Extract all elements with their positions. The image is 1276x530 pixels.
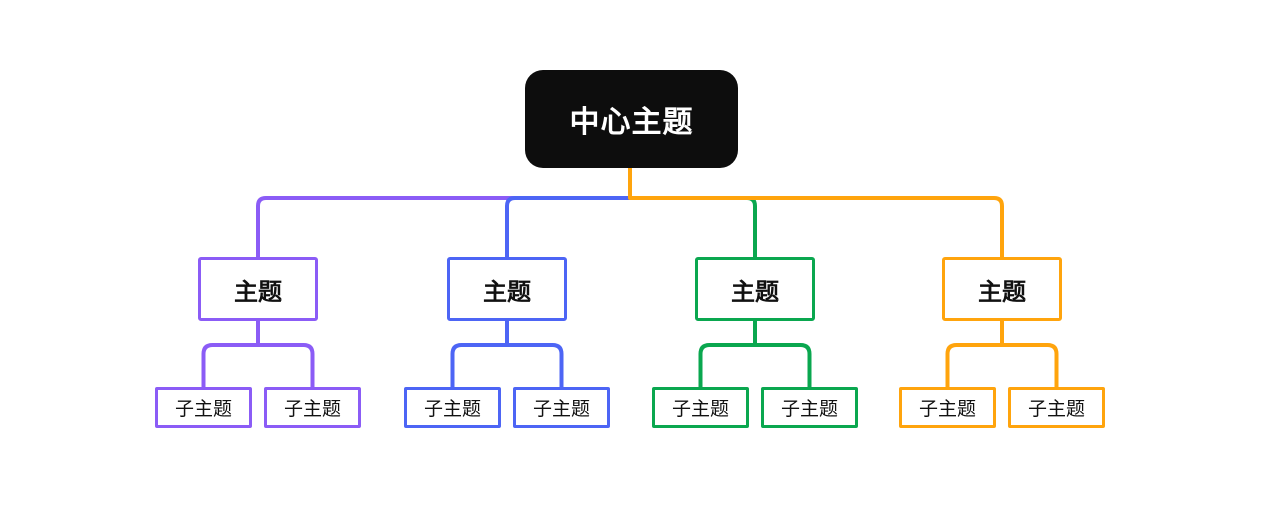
subtopic-label-4-2: 子主题 — [1027, 399, 1085, 420]
subtopic-node-3-1[interactable]: 子主题 — [652, 387, 749, 428]
central-topic-label: 中心主题 — [569, 106, 694, 139]
connector-branch-1 — [256, 196, 630, 257]
subtopic-node-1-2[interactable]: 子主题 — [264, 387, 361, 428]
subtopic-node-4-1[interactable]: 子主题 — [899, 387, 996, 428]
connector-branch-3 — [630, 196, 757, 257]
subtopic-node-1-1[interactable]: 子主题 — [155, 387, 252, 428]
subtopic-node-3-2[interactable]: 子主题 — [761, 387, 858, 428]
connector-branch-2 — [505, 196, 630, 257]
topic-node-1[interactable]: 主题 — [198, 257, 318, 321]
subtopic-label-4-1: 子主题 — [918, 399, 976, 420]
topic-label-2: 主题 — [483, 278, 531, 306]
subtopic-label-3-2: 子主题 — [780, 399, 838, 420]
topic-label-4: 主题 — [978, 278, 1026, 306]
subtopic-node-2-2[interactable]: 子主题 — [513, 387, 610, 428]
subtopic-node-4-2[interactable]: 子主题 — [1008, 387, 1105, 428]
subtopic-label-1-1: 子主题 — [174, 399, 232, 420]
subtopic-label-2-2: 子主题 — [532, 399, 590, 420]
connector-fork-3 — [698, 321, 812, 387]
subtopic-label-1-2: 子主题 — [283, 399, 341, 420]
subtopic-label-2-1: 子主题 — [423, 399, 481, 420]
connector-fork-2 — [450, 321, 564, 387]
connector-fork-4 — [945, 321, 1059, 387]
topic-label-3: 主题 — [731, 278, 779, 306]
topic-label-1: 主题 — [234, 278, 282, 306]
subtopic-node-2-1[interactable]: 子主题 — [404, 387, 501, 428]
topic-node-2[interactable]: 主题 — [447, 257, 567, 321]
topic-node-4[interactable]: 主题 — [942, 257, 1062, 321]
connector-fork-1 — [201, 321, 315, 387]
topic-node-3[interactable]: 主题 — [695, 257, 815, 321]
connector-branch-4 — [628, 164, 1004, 257]
subtopic-label-3-1: 子主题 — [671, 399, 729, 420]
central-topic-node[interactable]: 中心主题 — [525, 70, 738, 168]
